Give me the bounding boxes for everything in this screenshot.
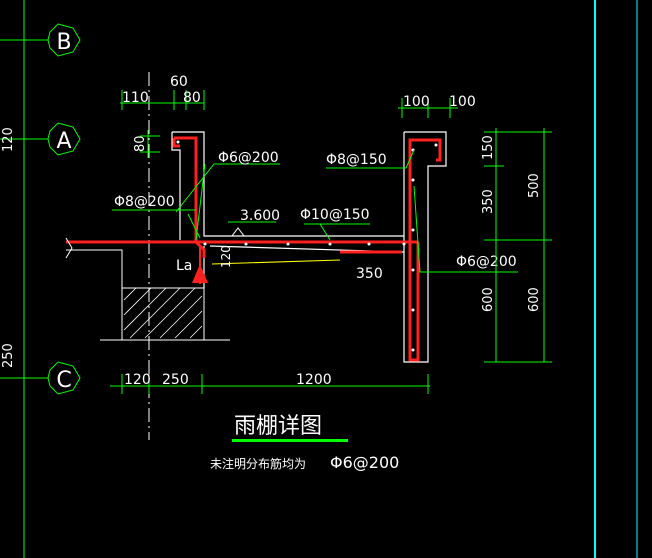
bottom-dim-1200: 1200 (296, 372, 332, 388)
axis-label-c: C (56, 368, 71, 393)
right-dim-500: 500 (527, 173, 542, 198)
rebar-lines (66, 136, 442, 362)
wall-hatch (123, 287, 203, 339)
leader-lines (112, 149, 518, 273)
label-slab-120: 120 (219, 245, 233, 268)
bottom-dim-120: 120 (124, 372, 151, 388)
right-dim-600-a: 600 (481, 287, 496, 312)
left-dim-120: 120 (1, 127, 16, 152)
note-text: 未注明分布筋均为 (210, 456, 306, 471)
axis-marker-c: C (0, 361, 81, 395)
distribution-bar-dots (176, 140, 438, 352)
label-la: La (176, 258, 192, 274)
dim-80: 80 (183, 90, 201, 106)
dim-100-b: 100 (449, 94, 476, 110)
label-phi10-150: Φ10@150 (300, 207, 370, 223)
right-dim-350: 350 (481, 189, 496, 214)
wall-support (65, 237, 230, 341)
axis-label-b: B (56, 30, 71, 55)
right-dim-150: 150 (481, 135, 496, 160)
label-elevation: 3.600 (240, 208, 280, 224)
label-phi6-200-left: Φ6@200 (218, 150, 279, 166)
right-dimensions (484, 128, 552, 363)
dim-100-a: 100 (403, 94, 430, 110)
elevation-marker (231, 227, 245, 237)
drawing-title: 雨棚详图 (234, 414, 322, 439)
title-underline (232, 439, 348, 442)
right-dim-600-b: 600 (527, 287, 542, 312)
dim-110: 110 (122, 90, 149, 106)
top-right-dimensions (398, 98, 458, 118)
dim-60: 60 (170, 74, 188, 90)
bottom-dimensions (110, 374, 430, 394)
label-phi8-150: Φ8@150 (326, 152, 387, 168)
dim-80-vertical: 80 (133, 135, 148, 152)
bottom-dim-250: 250 (162, 372, 189, 388)
label-phi8-200: Φ8@200 (114, 194, 175, 210)
axis-label-a: A (56, 129, 71, 154)
axis-marker-b: B (0, 23, 81, 57)
left-dim-250: 250 (1, 343, 16, 368)
label-phi6-200-right: Φ6@200 (456, 254, 517, 270)
label-350: 350 (356, 266, 383, 282)
slab-thickness-line (211, 259, 341, 265)
concrete-outline (171, 131, 447, 363)
top-left-dimensions (120, 90, 205, 158)
note-spec: Φ6@200 (330, 453, 399, 472)
